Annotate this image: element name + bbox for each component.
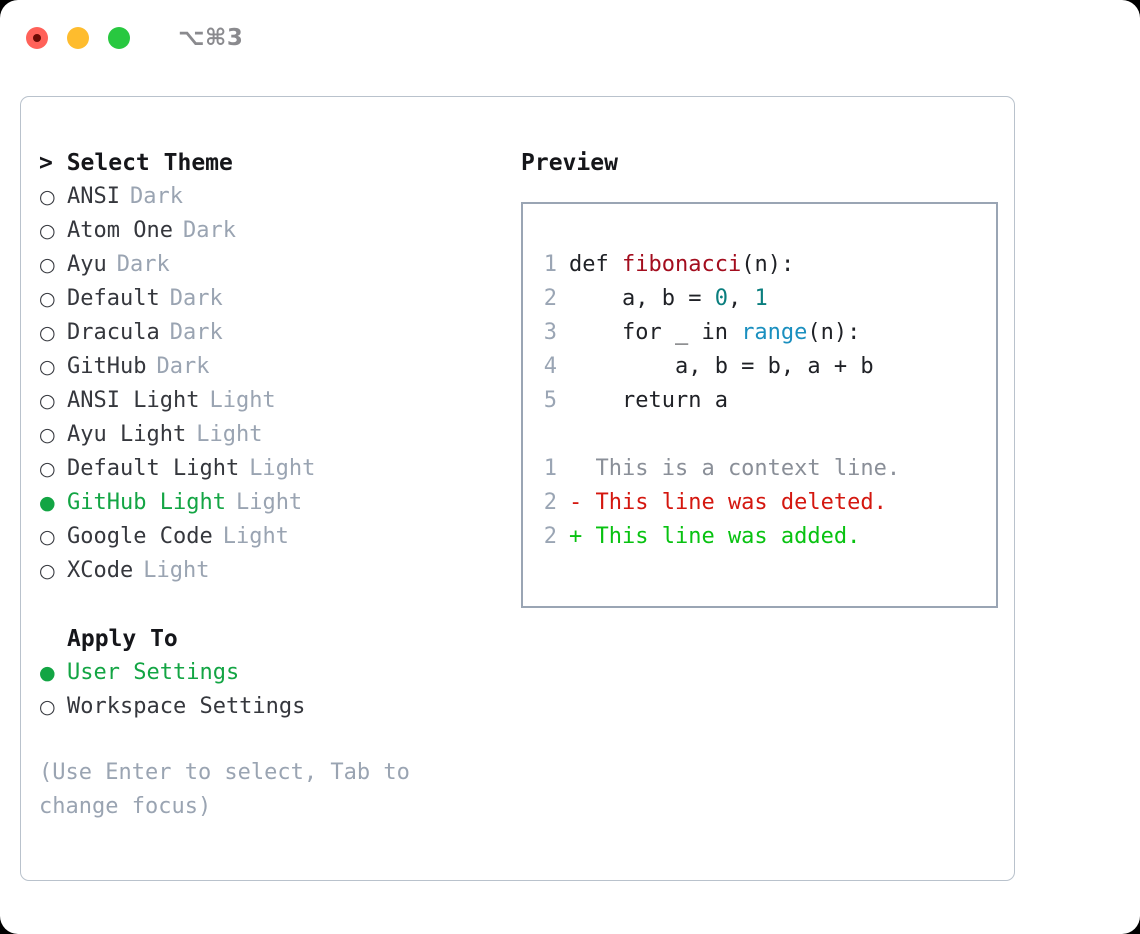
code-line: 4 a, b = b, a + b xyxy=(543,350,996,384)
diff-content: - This line was deleted. xyxy=(569,490,887,515)
theme-variant-badge: Dark xyxy=(116,252,170,277)
theme-name: Dracula xyxy=(67,320,160,345)
main-panel: > Select Theme ○ ANSI Dark ○ Atom One Da… xyxy=(20,96,1015,881)
theme-variant-badge: Dark xyxy=(182,218,236,243)
radio-icon: ○ xyxy=(39,458,56,480)
theme-name: Default Light xyxy=(67,456,240,481)
apply-to-option-workspace-settings[interactable]: ○ Workspace Settings xyxy=(39,690,499,724)
maximize-button[interactable] xyxy=(108,27,130,49)
code-content: a, b = 0, 1 xyxy=(569,286,768,311)
theme-option[interactable]: ○ Dracula Dark xyxy=(39,316,499,350)
theme-variant-badge: Dark xyxy=(129,184,183,209)
code-line: 5 return a xyxy=(543,384,996,418)
diff-line-context: 1 This is a context line. xyxy=(543,452,996,486)
code-content: def fibonacci(n): xyxy=(569,252,795,277)
radio-icon: ○ xyxy=(39,220,56,242)
theme-list: ○ ANSI Dark ○ Atom One Dark ○ Ayu Dark xyxy=(39,180,499,588)
minimize-button[interactable] xyxy=(67,27,89,49)
code-content: return a xyxy=(569,388,728,413)
section-spacer xyxy=(39,588,499,622)
theme-variant-badge: Light xyxy=(222,524,289,549)
line-number: 1 xyxy=(543,252,557,277)
code-line: 3 for _ in range(n): xyxy=(543,316,996,350)
radio-icon-filled: ● xyxy=(39,492,56,514)
theme-option[interactable]: ○ Google Code Light xyxy=(39,520,499,554)
theme-variant-badge: Light xyxy=(143,558,210,583)
theme-variant-badge: Dark xyxy=(169,320,223,345)
code-line: 2 a, b = 0, 1 xyxy=(543,282,996,316)
apply-to-heading: Apply To xyxy=(67,626,178,652)
theme-name: ANSI Light xyxy=(67,388,200,413)
code-content: a, b = b, a + b xyxy=(569,354,874,379)
radio-icon: ○ xyxy=(39,186,56,208)
diff-line-added: 2 + This line was added. xyxy=(543,520,996,554)
theme-variant-badge: Light xyxy=(249,456,316,481)
line-number: 2 xyxy=(543,490,557,515)
radio-icon-filled: ● xyxy=(39,662,56,684)
diff-line-deleted: 2 - This line was deleted. xyxy=(543,486,996,520)
theme-option[interactable]: ○ XCode Light xyxy=(39,554,499,588)
keyboard-hint-text: (Use Enter to select, Tab to change focu… xyxy=(39,760,410,819)
theme-variant-badge: Light xyxy=(209,388,276,413)
close-button[interactable] xyxy=(26,27,48,49)
line-number: 1 xyxy=(543,456,557,481)
radio-icon: ○ xyxy=(39,322,56,344)
code-line: 1 def fibonacci(n): xyxy=(543,248,996,282)
theme-variant-badge: Light xyxy=(196,422,263,447)
theme-name: Default xyxy=(67,286,160,311)
line-number: 2 xyxy=(543,524,557,549)
theme-name: Ayu Light xyxy=(67,422,187,447)
preview-spacer xyxy=(543,418,996,452)
theme-option[interactable]: ○ ANSI Dark xyxy=(39,180,499,214)
line-number: 5 xyxy=(543,388,557,413)
radio-icon: ○ xyxy=(39,560,56,582)
left-column: > Select Theme ○ ANSI Dark ○ Atom One Da… xyxy=(39,146,499,880)
line-number: 3 xyxy=(543,320,557,345)
traffic-lights xyxy=(26,27,130,49)
radio-icon: ○ xyxy=(39,526,56,548)
radio-icon: ○ xyxy=(39,288,56,310)
theme-variant-badge: Dark xyxy=(156,354,210,379)
theme-name: XCode xyxy=(67,558,134,583)
theme-variant-badge: Light xyxy=(235,490,303,515)
diff-content: + This line was added. xyxy=(569,524,861,549)
theme-option[interactable]: ○ Atom One Dark xyxy=(39,214,499,248)
theme-variant-badge: Dark xyxy=(169,286,223,311)
theme-option[interactable]: ○ Ayu Light Light xyxy=(39,418,499,452)
theme-name: ANSI xyxy=(67,184,120,209)
radio-icon: ○ xyxy=(39,424,56,446)
theme-name: GitHub xyxy=(67,354,147,379)
theme-option[interactable]: ○ Default Dark xyxy=(39,282,499,316)
theme-option[interactable]: ○ ANSI Light Light xyxy=(39,384,499,418)
title-bar: ⌥⌘3 xyxy=(0,0,1140,76)
right-column: Preview 1 def fibonacci(n): 2 a, b = 0, … xyxy=(499,146,1014,880)
apply-to-option-user-settings[interactable]: ● User Settings xyxy=(39,656,499,690)
radio-icon: ○ xyxy=(39,356,56,378)
theme-name: Atom One xyxy=(67,218,173,243)
preview-pane: 1 def fibonacci(n): 2 a, b = 0, 1 3 for … xyxy=(521,202,998,608)
apply-to-label: Workspace Settings xyxy=(67,694,306,719)
radio-icon: ○ xyxy=(39,254,56,276)
keyboard-shortcut-label: ⌥⌘3 xyxy=(178,25,244,51)
theme-name: GitHub Light xyxy=(67,490,226,515)
preview-heading: Preview xyxy=(521,150,618,176)
radio-icon: ○ xyxy=(39,696,56,718)
theme-name: Ayu xyxy=(67,252,107,277)
diff-content: This is a context line. xyxy=(569,456,901,481)
line-number: 2 xyxy=(543,286,557,311)
theme-option-selected[interactable]: ● GitHub Light Light xyxy=(39,486,499,520)
apply-to-list: ● User Settings ○ Workspace Settings xyxy=(39,656,499,724)
select-theme-heading: > Select Theme xyxy=(39,150,233,176)
theme-option[interactable]: ○ GitHub Dark xyxy=(39,350,499,384)
theme-name: Google Code xyxy=(67,524,213,549)
radio-icon: ○ xyxy=(39,390,56,412)
theme-option[interactable]: ○ Ayu Dark xyxy=(39,248,499,282)
apply-to-label: User Settings xyxy=(67,660,240,685)
theme-option[interactable]: ○ Default Light Light xyxy=(39,452,499,486)
line-number: 4 xyxy=(543,354,557,379)
code-content: for _ in range(n): xyxy=(569,320,861,345)
